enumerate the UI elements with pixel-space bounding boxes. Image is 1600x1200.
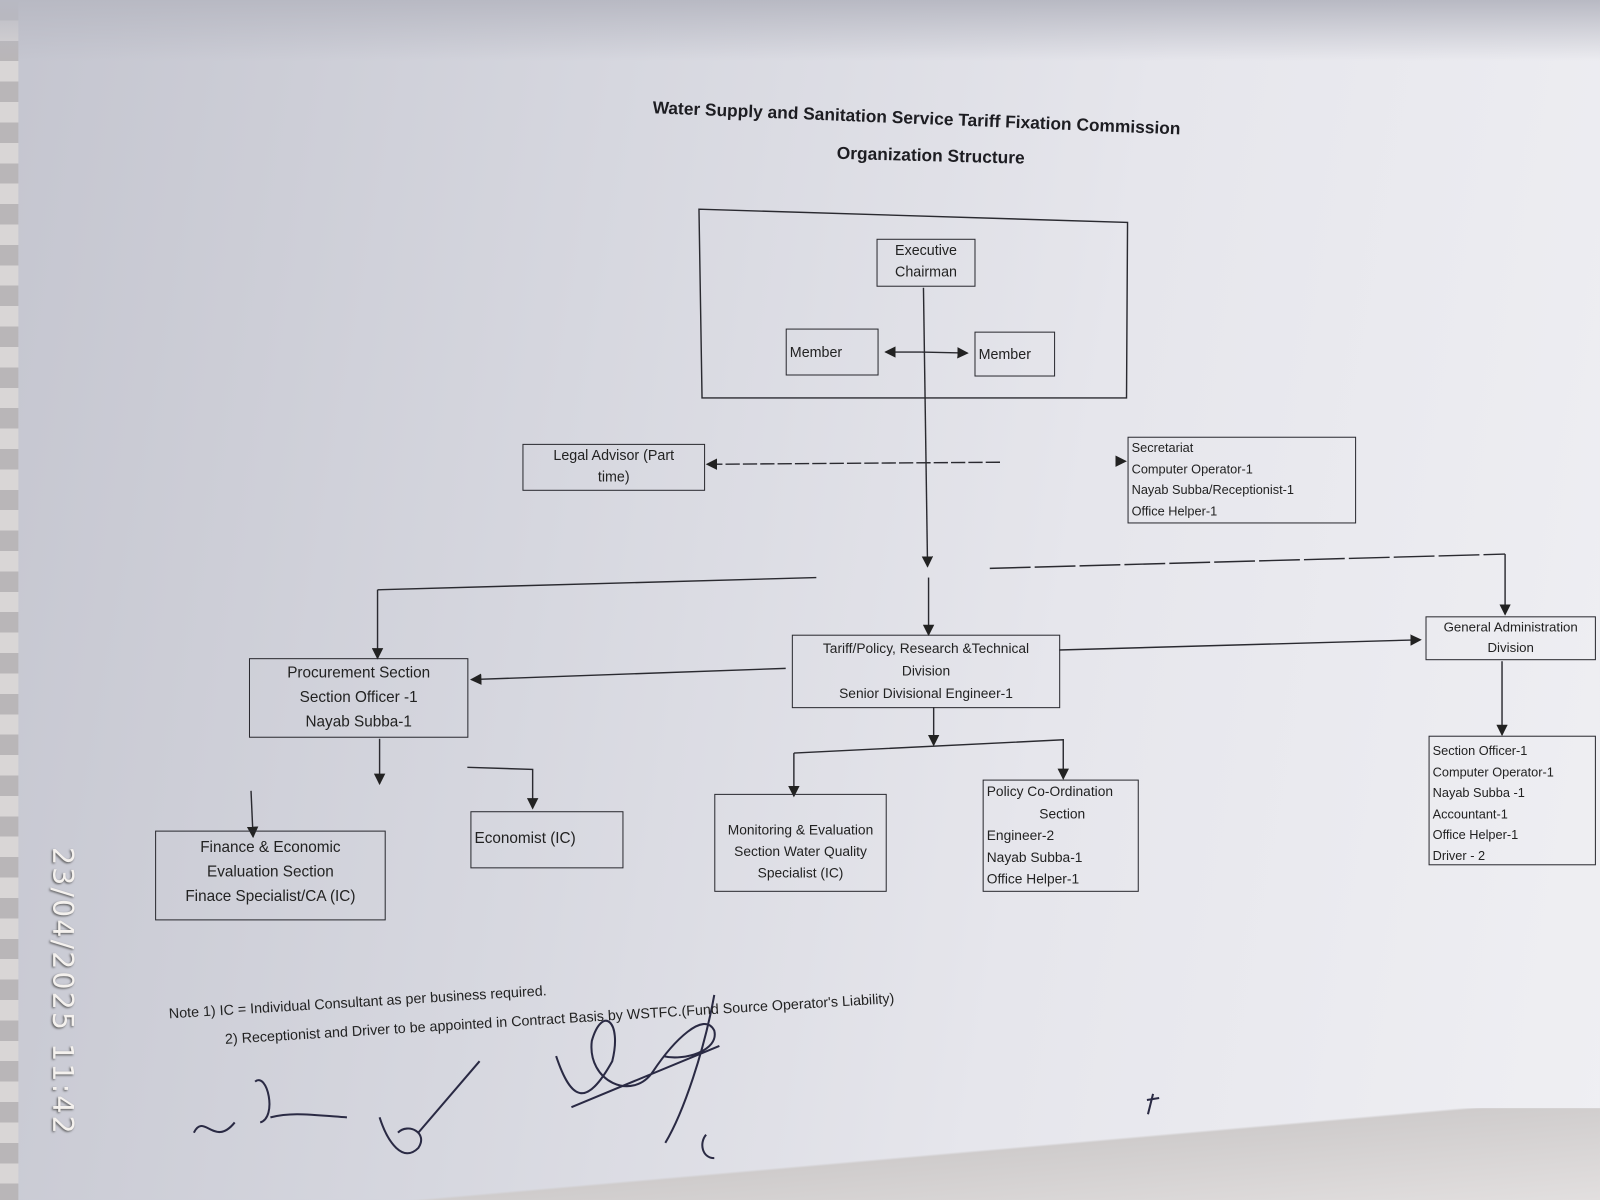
node-executive-chairman: Executive Chairman [876,238,976,287]
node-policy-coordination: Policy Co-Ordination Section Engineer-2 … [982,779,1139,892]
node-line: Section Officer -1 [299,688,418,707]
table-edge [0,1108,1600,1200]
node-line: Division [1487,639,1534,656]
signatures [192,994,1160,1160]
node-line: Section Officer-1 [1432,743,1528,759]
shadow [0,0,1600,62]
node-line: Nayab Subba-1 [986,849,1083,865]
node-finance-section: Finance & Economic Evaluation Section Fi… [155,830,386,921]
wallpaper-edge [0,0,19,1200]
node-line: General Administration [1443,619,1578,635]
node-general-administration: General Administration Division [1425,616,1596,661]
node-line: Driver - 2 [1432,848,1486,863]
photo-timestamp: 23/04/2025 11:42 [45,846,80,1136]
node-line: Finance & Economic [200,838,341,857]
node-line: Engineer-2 [986,827,1055,843]
node-line: Nayab Subba-1 [305,713,412,731]
node-economist: Economist (IC) [470,811,624,869]
board-box [698,208,1129,399]
node-member-right: Member [974,331,1056,377]
node-line: Procurement Section [287,664,431,682]
node-line: Senior Divisional Engineer-1 [839,685,1013,702]
node-monitoring-evaluation: Monitoring & Evaluation Section Water Qu… [714,793,887,892]
node-line: Finace Specialist/CA (IC) [185,887,356,906]
node-line: Secretariat [1131,440,1194,456]
node-tariff-division: Tariff/Policy, Research &Technical Divis… [791,634,1061,709]
node-line: Computer Operator-1 [1432,764,1554,780]
node-member-left: Member [785,328,879,376]
node-legal-advisor: Legal Advisor (Part time) [522,443,706,491]
node-line: Specialist (IC) [757,865,844,881]
node-line: Section Water Quality [734,843,867,860]
node-line: Office Helper-1 [1432,827,1519,842]
node-line: Policy Co-Ordination [986,783,1114,799]
node-line: Nayab Subba -1 [1432,785,1525,800]
node-line: Computer Operator-1 [1131,461,1253,477]
node-line: Nayab Subba/Receptionist-1 [1131,482,1294,497]
node-line: Legal Advisor (Part [553,446,675,464]
node-line: Evaluation Section [207,863,334,881]
node-line: Division [901,663,951,679]
node-line: time) [597,468,630,485]
node-procurement-section: Procurement Section Section Officer -1 N… [248,658,469,738]
node-line: Chairman [895,263,957,280]
node-secretariat: Secretariat Computer Operator-1 Nayab Su… [1127,436,1357,524]
node-line: Accountant-1 [1432,806,1508,821]
node-line: Office Helper-1 [1131,503,1218,518]
node-general-admin-staff: Section Officer-1 Computer Operator-1 Na… [1428,735,1596,866]
node-line: Executive [895,241,957,259]
node-line: Tariff/Policy, Research &Technical [822,640,1030,657]
node-line: Office Helper-1 [986,871,1080,887]
node-line: Section [1039,805,1086,821]
node-line: Monitoring & Evaluation [727,822,874,838]
